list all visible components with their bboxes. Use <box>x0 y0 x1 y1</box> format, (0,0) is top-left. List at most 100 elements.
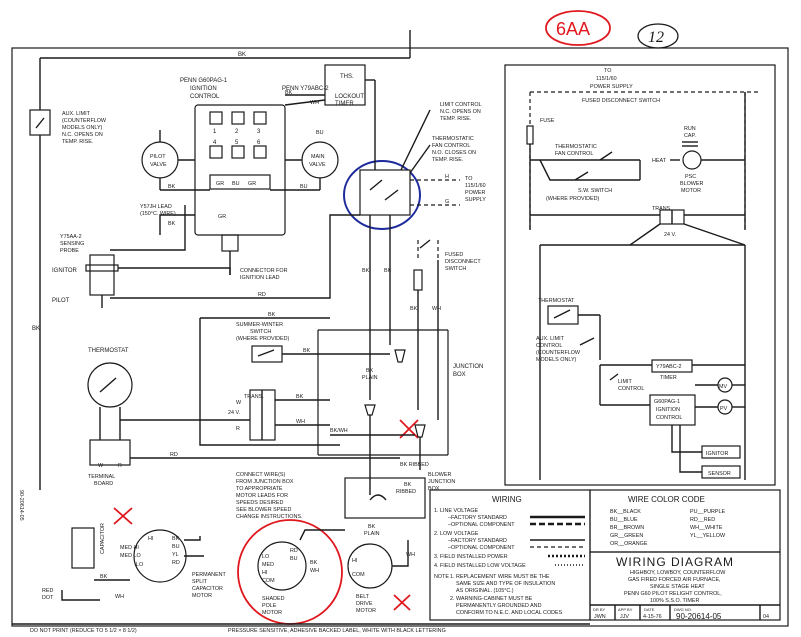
y75aa-l1: Y75AA-2 <box>60 234 82 240</box>
dr-by-value: JWN <box>594 614 606 620</box>
title-line-3: SINGLE STAGE HEAT <box>650 584 705 590</box>
red-dot-l1: RED <box>42 588 53 594</box>
terminal-6: 6 <box>257 140 261 146</box>
legend-item-8: 4. FIELD INSTALLED LOW VOLTAGE <box>434 563 526 569</box>
tag-wh-trans: WH <box>296 419 305 425</box>
aux-limit-right-l3: (COUNTERFLOW <box>536 350 581 356</box>
dwg-no-label: DWG NO. <box>674 607 692 612</box>
rev-value: 04 <box>763 614 769 620</box>
belt-drive-l3: MOTOR <box>356 608 376 614</box>
color-row-1b: PU__PURPLE <box>690 509 725 515</box>
shaded-speed-lo: LO <box>262 554 269 560</box>
penn-g60pag-l1: PENN G60PAG-1 <box>180 78 228 84</box>
title-block-frame <box>589 551 781 621</box>
tag-bk-ribbed-inline: BK RIBBED <box>400 462 429 468</box>
note-l6: SEE BLOWER SPEED <box>236 507 292 513</box>
inline-fuse <box>413 269 423 291</box>
blower-jb-l2: JUNCTION <box>428 479 455 485</box>
psc-blower-l1: PSC <box>685 174 696 180</box>
wiring-legend: WIRING 1. LINE VOLTAGE –FACTORY STANDARD… <box>429 489 591 621</box>
v24-right-label: 24 V. <box>664 232 676 238</box>
belt-drive-l1: BELT <box>356 594 370 600</box>
pilot-valve-l1: PILOT <box>150 154 166 160</box>
legend-note-6: CONFORM TO N.E.C. AND LOCAL CODES <box>456 610 563 616</box>
tag-bk-top: BK <box>238 52 246 58</box>
power-top-l3: POWER SUPPLY <box>590 84 633 90</box>
belt-speed-com: COM <box>352 572 365 578</box>
aux-limit-left-l3: MODELS ONLY) <box>62 125 103 131</box>
capacitor-box <box>71 527 95 569</box>
terminal-5: 5 <box>235 140 239 146</box>
power-mid-l2: 115/1/60 <box>465 183 486 189</box>
summer-winter-switch <box>251 345 283 363</box>
ladder-schematic: TO 115/1/60 POWER SUPPLY FUSED DISCONNEC… <box>504 64 776 486</box>
thermostat-left-label: THERMOSTAT <box>88 348 129 354</box>
note-l7: CHANGE INSTRUCTIONS. <box>236 514 303 520</box>
color-row-2b: RD__RED <box>690 517 715 523</box>
red-x-mark-belt <box>393 594 411 611</box>
penn-y79abc-l1: PENN Y79ABC-2 <box>282 86 329 92</box>
app-by-label: APP BY <box>618 607 633 612</box>
tag-gr-module-3: GR <box>218 214 226 220</box>
fuse-top <box>526 125 534 145</box>
permanent-split-l2: SPLIT <box>192 579 208 585</box>
tag-bk-sw: BK <box>303 348 311 354</box>
burner-assembly <box>89 254 115 296</box>
power-mid-l1: TO <box>465 176 472 182</box>
thermostat-left <box>87 362 133 408</box>
tag-rd-2: RD <box>170 452 178 458</box>
tag-bk-timer: BK <box>285 90 293 96</box>
tap-w: W <box>236 400 242 406</box>
tag-bu-shaded: BU <box>290 556 298 562</box>
ignition-control-module <box>194 104 286 236</box>
penn-g60pag-l2: IGNITION <box>190 86 217 92</box>
fused-mid-l2: DISCONNECT <box>445 259 481 265</box>
limit-control-top-l3: TEMP. RISE. <box>440 116 471 122</box>
terminal-2: 2 <box>235 129 239 135</box>
penn-y79abc-l2: LOCKOUT <box>335 94 364 100</box>
note-l4: MOTOR LEADS FOR <box>236 493 288 499</box>
blue-circle-fan-control <box>343 160 421 230</box>
power-mid-l4: SUPPLY <box>465 197 486 203</box>
red-x-mark-capacitor <box>113 507 133 525</box>
tag-wh-belt: WH <box>406 552 415 558</box>
terminal-board <box>89 439 131 466</box>
tag-bk-v2: BK <box>384 268 392 274</box>
note-l1: CONNECT WIRE(S) <box>236 472 286 478</box>
color-row-4a: GR__GREEN <box>610 533 643 539</box>
limit-control-top-l2: N.C. OPENS ON <box>440 109 481 115</box>
tag-bk-trans: BK <box>296 394 304 400</box>
blower-jb-l1: BLOWER <box>428 472 451 478</box>
handwritten-code: 6AA <box>556 19 590 39</box>
psc-speed-medlo: MED LO <box>120 553 141 559</box>
permanent-split-l3: CAPACITOR <box>192 586 223 592</box>
tag-bu-psc: BU <box>172 544 180 550</box>
tap-r: R <box>236 426 240 432</box>
ths-label: THS. <box>340 74 354 80</box>
pv-label: PV <box>720 406 728 412</box>
v24-left-label: 24 V. <box>228 410 240 416</box>
tag-rd-1: RD <box>258 292 266 298</box>
fan-control-right-l1: THERMOSTATIC <box>555 144 597 150</box>
penn-y79abc-l3: TIMER <box>335 101 354 107</box>
belt-drive-motor <box>347 543 393 589</box>
legend-title: WIRING <box>492 495 522 504</box>
title-line-1: HIGHBOY, LOWBOY, COUNTERFLOW <box>630 570 726 576</box>
fan-control-top-l2: FAN CONTROL <box>432 143 470 149</box>
tag-bk-psc-bot: BK <box>100 574 108 580</box>
terminal-board-l2: BOARD <box>94 481 113 487</box>
tag-wh-psc-bot: WH <box>115 594 124 600</box>
tag-bk-fuse: BK <box>410 306 418 312</box>
tag-bk-ribbed-l2: RIBBED <box>396 489 416 495</box>
sw-switch-l2: (WHERE PROVIDED) <box>546 196 600 202</box>
connector-l1: CONNECTOR FOR <box>240 268 288 274</box>
power-mid-l3: POWER <box>465 190 485 196</box>
junction-box-l1: JUNCTION <box>453 364 483 370</box>
color-row-3b: WH__WHITE <box>690 525 723 531</box>
summer-winter-l1: SUMMER-WINTER <box>236 322 283 328</box>
limit-fan-control-box <box>359 169 411 216</box>
aux-limit-left-l1: AUX. LIMIT <box>62 111 91 117</box>
ignitor-right-label: IGNITOR <box>706 451 728 457</box>
note-l2: FROM JUNCTION BOX <box>236 479 294 485</box>
